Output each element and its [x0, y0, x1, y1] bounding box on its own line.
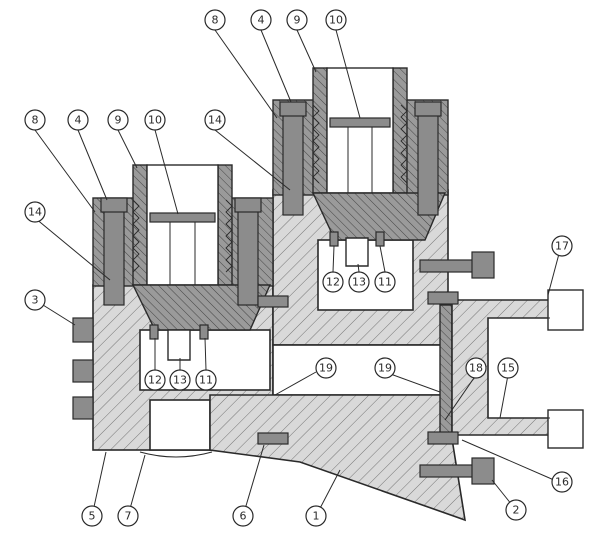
svg-text:4: 4 [258, 14, 265, 27]
svg-text:8: 8 [212, 14, 219, 27]
callout-16: 16 [551, 471, 573, 493]
callout-9-right: 9 [286, 9, 308, 31]
callout-1: 1 [305, 505, 327, 527]
svg-text:11: 11 [378, 276, 392, 289]
svg-text:13: 13 [352, 276, 366, 289]
seat-right [329, 231, 385, 267]
svg-text:10: 10 [329, 14, 343, 27]
callout-3: 3 [24, 289, 46, 311]
callout-19-left: 19 [315, 357, 337, 379]
callout-7: 7 [117, 505, 139, 527]
callout-11-right: 11 [374, 271, 396, 293]
leader-lines [34, 29, 561, 517]
callout-14-left: 14 [24, 201, 46, 223]
spring-left [132, 199, 233, 273]
svg-text:10: 10 [148, 114, 162, 127]
svg-text:11: 11 [199, 374, 213, 387]
spring-right [312, 104, 408, 184]
callout-12-left: 12 [144, 369, 166, 391]
svg-text:14: 14 [28, 206, 42, 219]
svg-text:17: 17 [555, 240, 569, 253]
svg-text:2: 2 [513, 504, 520, 517]
svg-text:1: 1 [313, 510, 320, 523]
svg-text:13: 13 [173, 374, 187, 387]
svg-text:15: 15 [501, 362, 515, 375]
bolts-left [100, 197, 262, 306]
callout-13-left: 13 [169, 369, 191, 391]
bolts-right [279, 101, 442, 216]
svg-text:4: 4 [75, 114, 82, 127]
drain-line [139, 451, 213, 458]
seat-left [149, 324, 209, 361]
callout-13-right: 13 [348, 271, 370, 293]
callout-17: 17 [551, 235, 573, 257]
valve-body-lower [209, 394, 467, 522]
svg-text:19: 19 [378, 362, 392, 375]
callout-4-left: 4 [67, 109, 89, 131]
callout-5: 5 [81, 505, 103, 527]
svg-text:9: 9 [115, 114, 122, 127]
svg-text:16: 16 [555, 476, 569, 489]
callout-11-left: 11 [195, 369, 217, 391]
svg-text:12: 12 [326, 276, 340, 289]
callout-9-left: 9 [107, 109, 129, 131]
callout-12-right: 12 [322, 271, 344, 293]
bonnet-right [272, 67, 449, 241]
svg-text:9: 9 [294, 14, 301, 27]
callout-4-right: 4 [250, 9, 272, 31]
svg-text:8: 8 [32, 114, 39, 127]
svg-text:5: 5 [89, 510, 96, 523]
svg-text:19: 19 [319, 362, 333, 375]
svg-text:12: 12 [148, 374, 162, 387]
callout-19-right: 19 [374, 357, 396, 379]
bonnet-left [92, 164, 274, 331]
callout-8-left: 8 [24, 109, 46, 131]
svg-text:6: 6 [240, 510, 247, 523]
svg-text:18: 18 [469, 362, 483, 375]
svg-text:3: 3 [32, 294, 39, 307]
outlet-bolts [419, 251, 495, 485]
callout-2: 2 [505, 499, 527, 521]
callout-8-right: 8 [204, 9, 226, 31]
side-bolts-left [72, 317, 94, 420]
callout-15: 15 [497, 357, 519, 379]
callout-10-right: 10 [325, 9, 347, 31]
svg-text:7: 7 [125, 510, 132, 523]
callout-14-right: 14 [204, 109, 226, 131]
pin-lower [257, 432, 289, 445]
callout-10-left: 10 [144, 109, 166, 131]
svg-text:14: 14 [208, 114, 222, 127]
pin-upper [257, 295, 289, 308]
callout-6: 6 [232, 505, 254, 527]
callout-18: 18 [465, 357, 487, 379]
